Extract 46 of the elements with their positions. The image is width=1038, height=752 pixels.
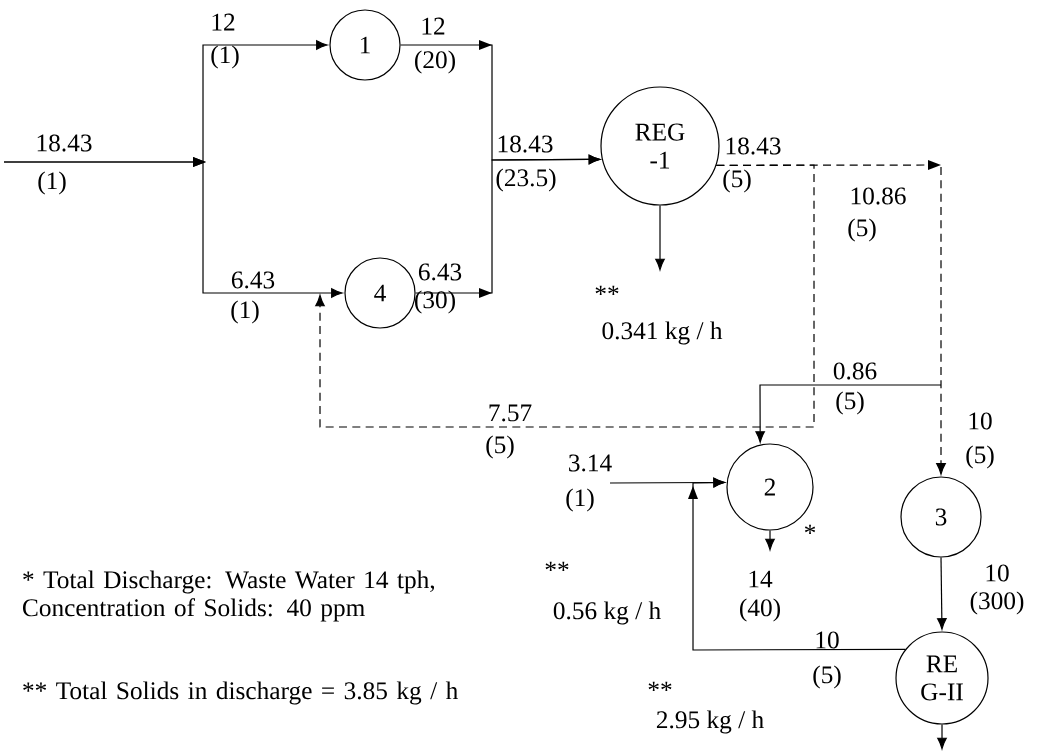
flow-label: 10: [969, 412, 992, 430]
flow-arrow: [3, 157, 343, 298]
flow-label: 18.43: [726, 137, 781, 155]
flow-label: 0.86: [833, 362, 877, 380]
flow-label: **: [595, 285, 619, 295]
flow-label: **: [648, 681, 672, 691]
flow-label: 14: [749, 570, 773, 588]
flow-label: (5): [813, 665, 841, 689]
flow-label: 3.14: [569, 454, 612, 472]
flow-label: 10: [986, 564, 1009, 582]
flow-label: 12: [212, 13, 235, 31]
flow-label: 12: [422, 17, 445, 35]
flow-label: *: [804, 524, 816, 534]
flow-label: (23.5): [496, 168, 556, 192]
flow-label: (30): [415, 290, 455, 314]
flow-label: 0.341 kg / h: [602, 321, 723, 345]
flow-label: (1): [38, 171, 66, 195]
note-text: ** Total Solids in discharge = 3.85 kg / h: [23, 681, 458, 705]
flow-arrow: [715, 160, 946, 475]
flow-label: 10: [816, 631, 839, 649]
flow-label: (1): [231, 300, 259, 324]
flow-label: **: [545, 561, 569, 571]
flow-arrow: [315, 164, 815, 428]
flow-label: (300): [970, 591, 1024, 615]
flow-label: (5): [486, 435, 514, 459]
flow-arrow: [937, 557, 947, 630]
flow-label: 2.95 kg / h: [656, 710, 764, 734]
note-text: * Total Discharge: Waste Water 14 tph, Concentration of Solids: 40 ppm: [23, 570, 435, 622]
flow-label: 6.43: [418, 263, 462, 281]
flow-label: (1): [211, 45, 239, 69]
flow-arrow: [688, 477, 906, 651]
flow-label: (5): [723, 169, 751, 193]
flow-arrow: [765, 530, 775, 551]
flow-label: (40): [740, 598, 780, 622]
flow-label: 10.86: [851, 187, 906, 205]
flow-label: (5): [836, 391, 864, 415]
flow-arrow: [655, 205, 665, 271]
flow-label: (1): [566, 488, 594, 512]
flow-arrow: [937, 724, 947, 750]
flow-label: 18.43: [498, 135, 553, 153]
flow-arrow: [415, 154, 601, 298]
flow-arrow: [755, 384, 942, 443]
flow-label: 18.43: [37, 134, 92, 152]
flow-label: (5): [848, 218, 876, 242]
flow-label: 7.57: [489, 404, 532, 422]
flow-label: (5): [966, 445, 994, 469]
